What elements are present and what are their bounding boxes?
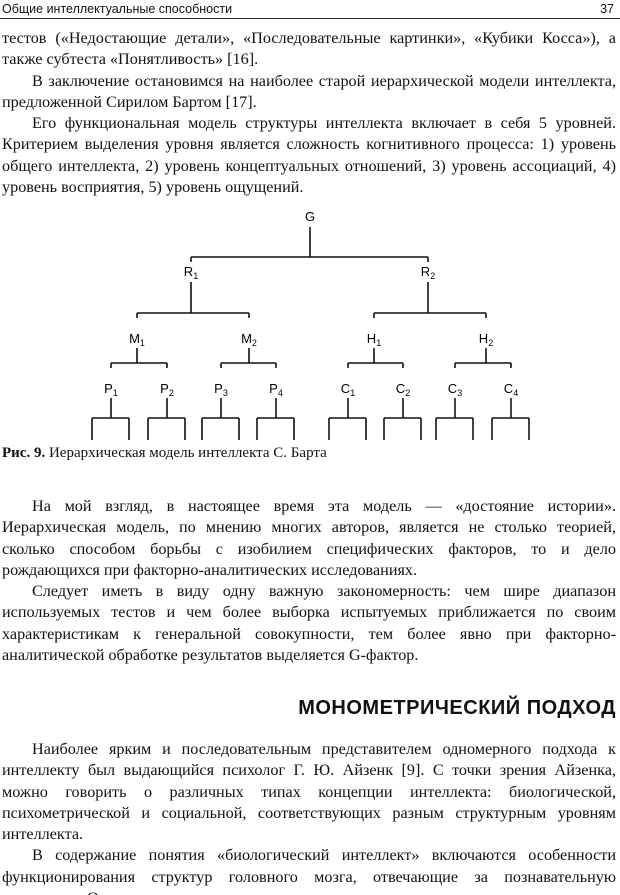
- node-level2: M2: [241, 331, 257, 348]
- node-level3: P1: [104, 381, 118, 398]
- node-level1: R1: [184, 264, 198, 281]
- node-level2: M1: [129, 331, 145, 348]
- node-level1: R2: [421, 264, 435, 281]
- caption-label: Рис. 9.: [2, 445, 46, 461]
- node-level3: P2: [160, 381, 174, 398]
- paragraph: Его функциональная модель структуры инте…: [2, 114, 616, 197]
- page-number: 37: [600, 2, 614, 16]
- node-level3: C4: [504, 381, 518, 398]
- text-block-bottom: Наиболее ярким и последовательным предст…: [2, 739, 616, 895]
- paragraph: В содержание понятия «биологический инте…: [2, 846, 616, 895]
- node-level2: H2: [479, 331, 493, 348]
- running-header: Общие интеллектуальные способности 37: [0, 0, 620, 19]
- paragraph: В заключение остановимся на наиболее ста…: [2, 71, 616, 111]
- paragraph: На мой взгляд, в настоящее время эта мод…: [2, 497, 616, 579]
- paragraph: Следует иметь в виду одну важную законом…: [2, 582, 616, 665]
- node-level3: C1: [341, 381, 355, 398]
- section-heading: МОНОМЕТРИЧЕСКИЙ ПОДХОД: [298, 697, 616, 719]
- figure-caption: Рис. 9. Иерархическая модель интеллекта …: [2, 445, 327, 462]
- node-level3: P4: [269, 381, 283, 398]
- header-title: Общие интеллектуальные способности: [2, 2, 233, 16]
- node-g: G: [305, 209, 315, 224]
- node-level3: C3: [448, 381, 462, 398]
- paragraph: Наиболее ярким и последовательным предст…: [2, 740, 616, 844]
- hierarchy-diagram: GR1R2M1M2H1H2P1P2P3P4C1C2C3C4S1m1S8m8: [91, 209, 530, 440]
- node-level3: C2: [396, 381, 410, 398]
- caption-text: Иерархическая модель интеллекта С. Барта: [45, 445, 327, 461]
- node-level2: H1: [367, 331, 381, 348]
- text-block-middle: На мой взгляд, в настоящее время эта мод…: [2, 496, 616, 666]
- node-level3: P3: [214, 381, 228, 398]
- paragraph: тестов («Недостающие детали», «Последова…: [2, 29, 616, 69]
- text-block-top: тестов («Недостающие детали», «Последова…: [2, 28, 616, 198]
